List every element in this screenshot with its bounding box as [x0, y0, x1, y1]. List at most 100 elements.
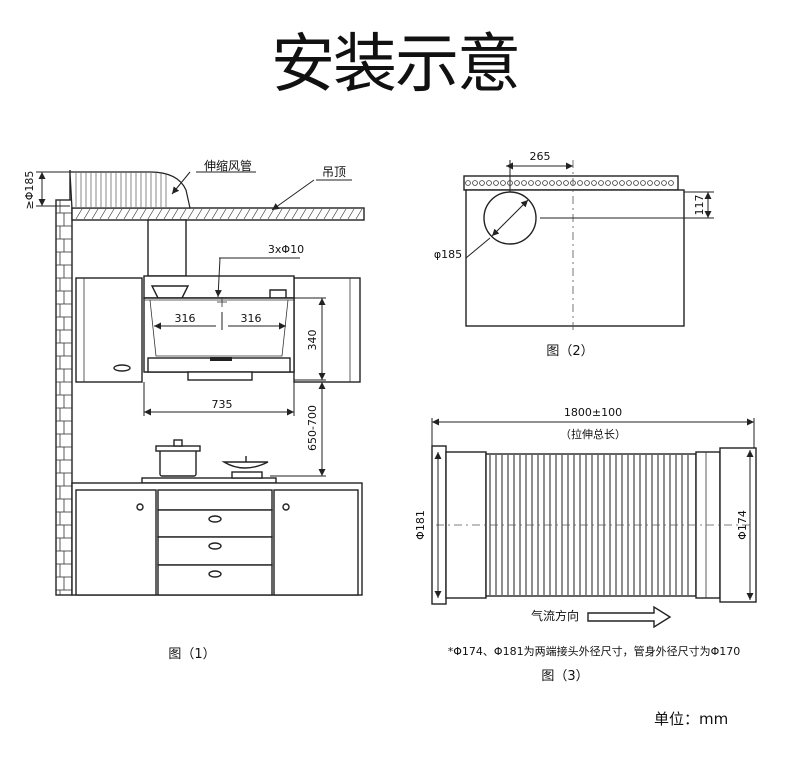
ceiling-hatch-line: [219, 208, 227, 220]
ceiling-texture-dot: [556, 180, 562, 186]
ceiling-hatch-line: [283, 208, 291, 220]
dim-117: 117: [693, 195, 706, 216]
suspended-ceiling: [71, 207, 365, 221]
upper-cabinet-left: [75, 277, 143, 383]
ceiling-hatch-line: [187, 208, 195, 220]
ceiling-hatch-line: [227, 208, 235, 220]
ceiling-texture-dot: [535, 180, 541, 186]
ceiling-texture-dot: [514, 180, 520, 186]
ceiling-texture-dot: [626, 180, 632, 186]
ceiling-hatch-line: [195, 208, 203, 220]
ceiling-hatch-line: [203, 208, 211, 220]
ceiling-hatch-line: [147, 208, 155, 220]
figure-1-kitchen-installation: 伸缩风管 吊顶 3xΦ10 ≥Φ185 316 316 340 735 650-…: [23, 158, 365, 662]
ceiling-hatch-line: [235, 208, 243, 220]
dim-265: 265: [530, 150, 551, 163]
ceiling-texture-dot: [633, 180, 639, 186]
right-diameter: Φ174: [736, 510, 749, 540]
ceiling-hatch-line: [211, 208, 219, 220]
ceiling-hatch-line: [115, 208, 123, 220]
ceiling-hatch-line: [107, 208, 115, 220]
figure-1-caption: 图（1）: [168, 647, 215, 662]
ceiling-texture-dot: [493, 180, 499, 186]
ceiling-texture-dot: [542, 180, 548, 186]
ceiling-hatch-line: [243, 208, 251, 220]
airflow-arrow-icon: [587, 605, 672, 629]
ceiling-texture-dot: [605, 180, 611, 186]
hood-outlet: [269, 289, 287, 299]
mounting-holes: [214, 257, 300, 307]
flex-duct-top: [69, 171, 191, 277]
dim-185: φ185: [434, 248, 462, 261]
base-cabinets: [71, 482, 363, 596]
left-diameter: Φ181: [414, 510, 427, 540]
figure-2-top-view: 265 117 φ185 图（2）: [434, 150, 714, 359]
ceiling-hatch-line: [139, 208, 147, 220]
ceiling-hatch-line: [91, 208, 99, 220]
duct-length-note: （拉伸总长）: [560, 427, 626, 441]
ceiling-hatch-line: [179, 208, 187, 220]
gas-stove: [141, 439, 277, 484]
ceiling-hatch-line: [99, 208, 107, 220]
ceiling-hatch-line: [267, 208, 275, 220]
ceiling-texture-dot: [549, 180, 555, 186]
range-hood: [143, 275, 295, 381]
ceiling-texture-dot: [528, 180, 534, 186]
dim-316-left: 316: [175, 312, 196, 325]
figure-2-caption: 图（2）: [546, 344, 593, 359]
ceiling-hatch-line: [83, 208, 91, 220]
ceiling-hatch-line: [275, 208, 283, 220]
ceiling-hatch-line: [259, 208, 267, 220]
ceiling-hatch-line: [331, 208, 339, 220]
wok: [221, 461, 269, 469]
brick-wall: [55, 170, 73, 596]
ceiling-hatch-line: [299, 208, 307, 220]
cooking-pot: [159, 447, 197, 477]
ceiling-texture-dot: [465, 180, 471, 186]
ceiling-hatch-line: [163, 208, 171, 220]
ceiling-texture-dot: [563, 180, 569, 186]
ceiling-texture-dot: [479, 180, 485, 186]
ceiling-label: 吊顶: [322, 165, 346, 179]
ceiling-hatch-line: [355, 208, 363, 220]
ceiling-hatch-line: [323, 208, 331, 220]
duct-label: 伸缩风管: [204, 158, 252, 173]
ceiling-hatch-line: [75, 208, 83, 220]
ceiling-hatch-line: [347, 208, 355, 220]
dim-735: 735: [212, 398, 233, 411]
ceiling-texture-dot: [591, 180, 597, 186]
duct-length: 1800±100: [564, 406, 622, 419]
ceiling-texture-dot: [584, 180, 590, 186]
ceiling-hatch-line: [131, 208, 139, 220]
ceiling-texture-dot: [486, 180, 492, 186]
dim-316-right: 316: [241, 312, 262, 325]
ceiling-texture-dot: [668, 180, 674, 186]
ceiling-texture-dot: [500, 180, 506, 186]
upper-cabinet-right: [293, 277, 361, 383]
ceiling-hatch-line: [315, 208, 323, 220]
ceiling-hatch-line: [155, 208, 163, 220]
ceiling-hatch-line: [339, 208, 347, 220]
ceiling-hatch-line: [291, 208, 299, 220]
ceiling-texture-dot: [472, 180, 478, 186]
ceiling-texture-dot: [577, 180, 583, 186]
dim-340: 340: [306, 330, 319, 351]
ceiling-texture-dot: [640, 180, 646, 186]
ceiling-texture-dot: [521, 180, 527, 186]
ceiling-hatch-line: [123, 208, 131, 220]
airflow-label: 气流方向: [531, 608, 579, 623]
ceiling-hatch-line: [307, 208, 315, 220]
ceiling-hatch-line: [171, 208, 179, 220]
ceiling-strip: [463, 175, 679, 191]
ceiling-texture-dot: [654, 180, 660, 186]
ceiling-texture-dot: [647, 180, 653, 186]
hood-fan-housing: [150, 285, 190, 299]
duct-footnote: *Φ174、Φ181为两端接头外径尺寸，管身外径尺寸为Φ170: [448, 644, 740, 658]
figure-3-caption: 图（3）: [541, 669, 588, 684]
duct-diameter-label: ≥Φ185: [23, 171, 36, 210]
holes-label: 3xΦ10: [268, 243, 304, 256]
figure-3-flex-duct: 1800±100 （拉伸总长） Φ181 Φ174 气流方向 *Φ174、Φ18…: [414, 406, 757, 684]
ceiling-texture-dot: [598, 180, 604, 186]
unit-label: 单位：mm: [654, 710, 729, 728]
